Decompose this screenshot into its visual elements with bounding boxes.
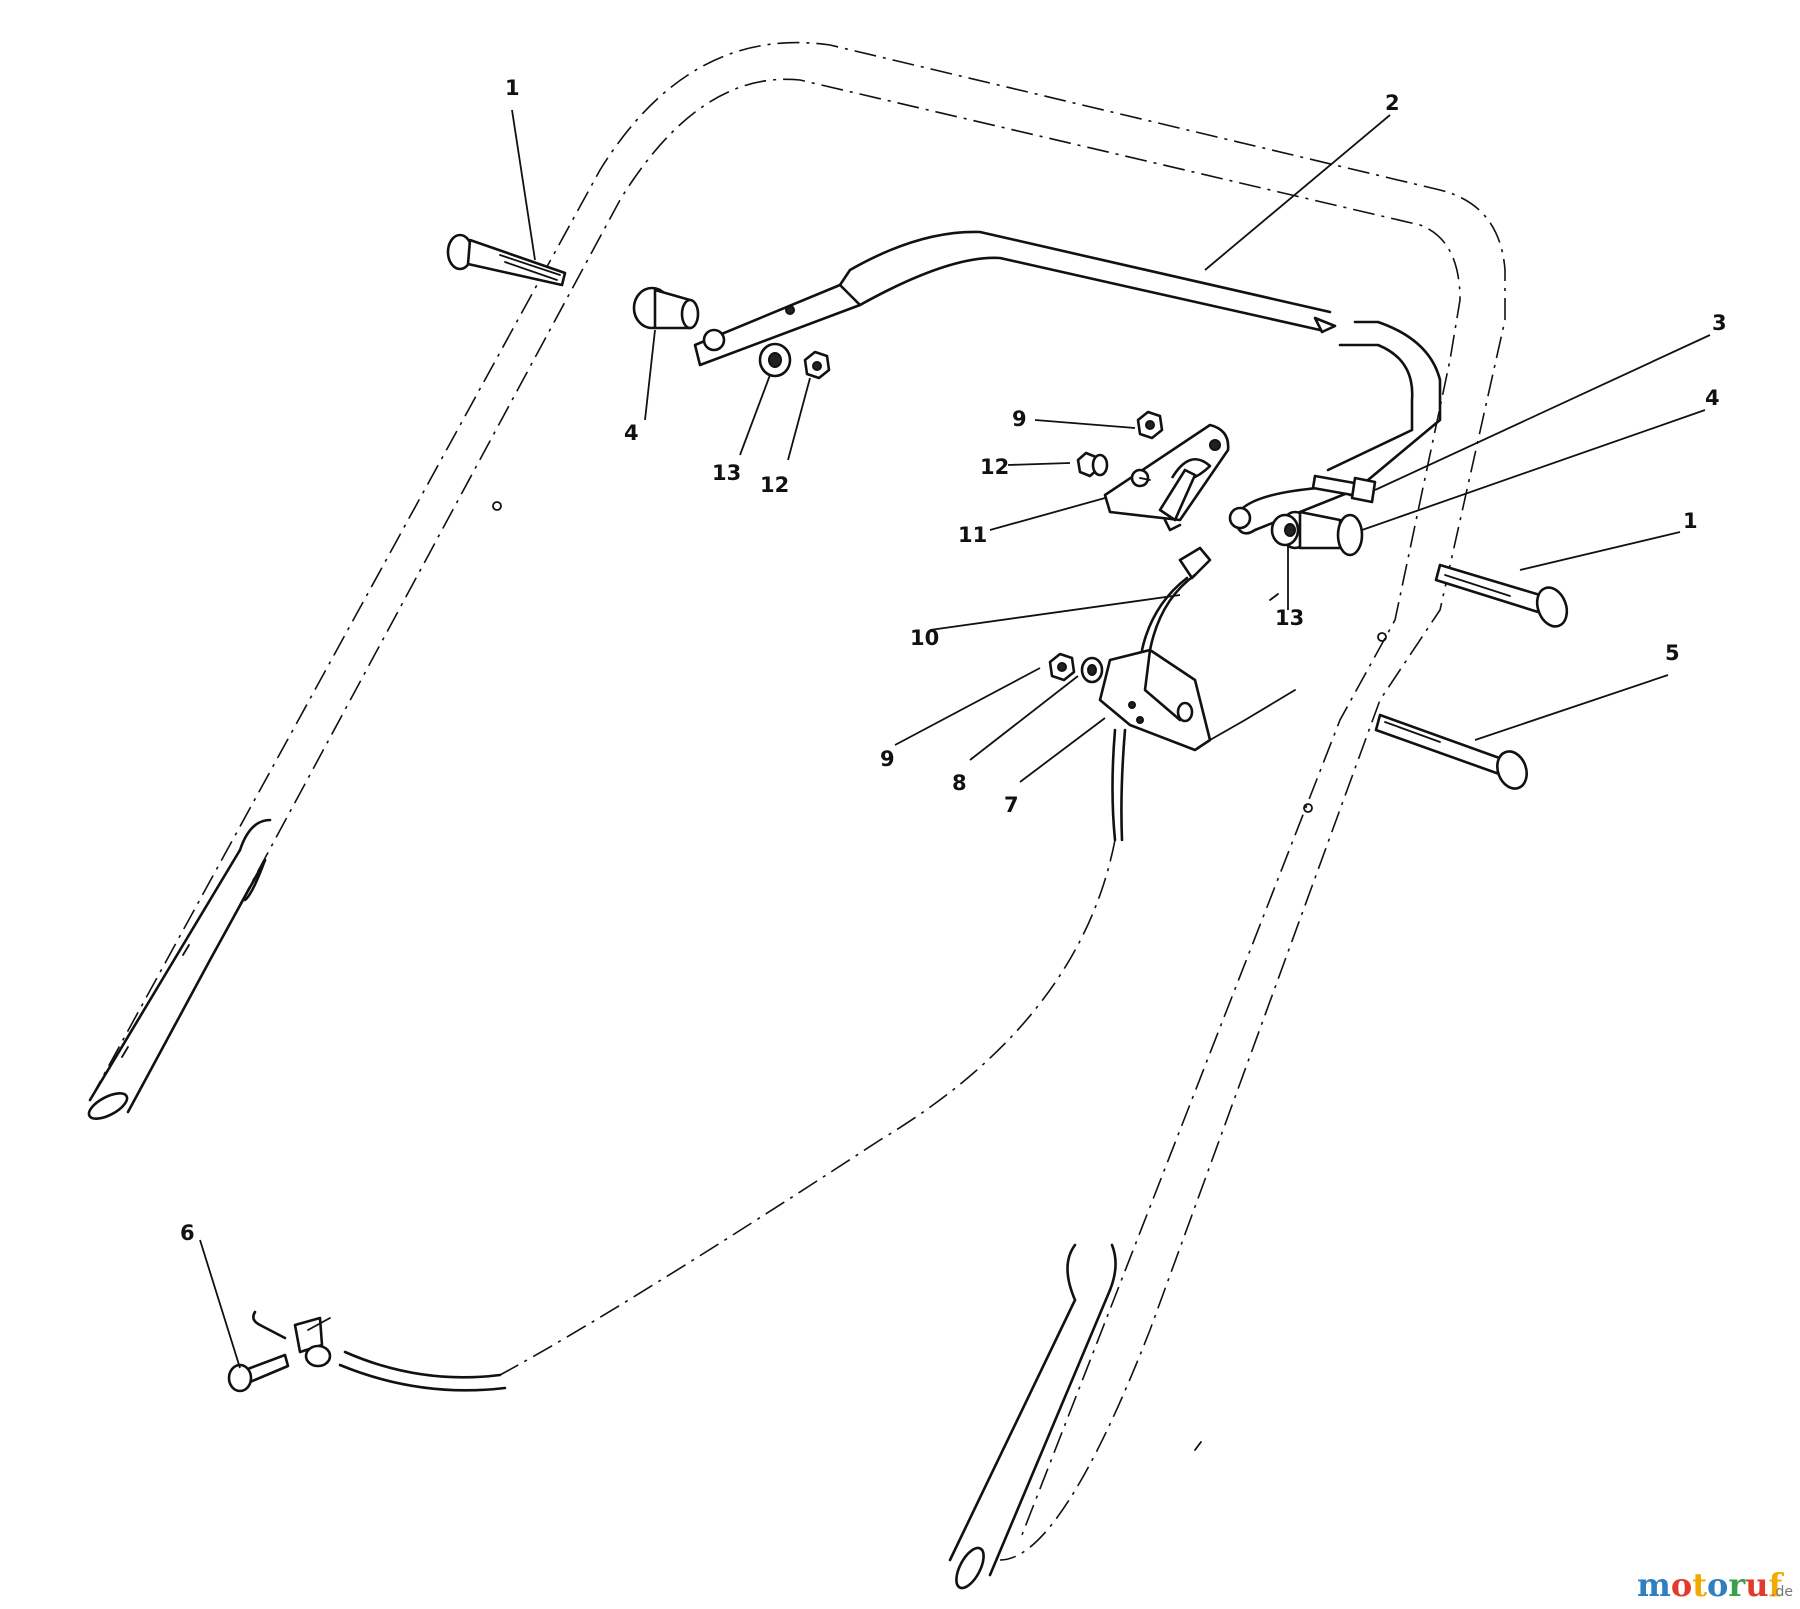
brake-plate (1103, 423, 1230, 532)
bushing-right (1270, 513, 1300, 547)
callout-4-left: 4 (624, 421, 639, 445)
bail-bar (693, 230, 1442, 535)
svg-text:motoruf: motoruf (1637, 1566, 1784, 1604)
upper-handle-outline (87, 41, 1506, 1590)
switch-housing (1098, 648, 1296, 752)
bushing-left (758, 342, 792, 378)
watermark-letter: o (1707, 1566, 1728, 1604)
callout-13-left: 13 (712, 461, 741, 485)
carriage-bolt-left (446, 233, 567, 287)
hex-bolt (1311, 474, 1377, 504)
callout-4-right: 4 (1705, 386, 1720, 410)
callout-1-left: 1 (505, 76, 520, 100)
wire-harness (338, 546, 1212, 1392)
watermark-letter: u (1745, 1566, 1768, 1604)
carriage-bolt-right (1434, 563, 1569, 628)
callout-2: 2 (1385, 91, 1400, 115)
callout-9-lower: 9 (880, 747, 895, 771)
callout-12-upper: 12 (980, 455, 1009, 479)
callout-1-right: 1 (1683, 509, 1698, 533)
callout-5: 5 (1665, 641, 1680, 665)
watermark-letter: r (1728, 1566, 1746, 1604)
callout-9-upper: 9 (1012, 407, 1027, 431)
watermark-letter: t (1692, 1566, 1707, 1604)
watermark-suffix: .de (1771, 1584, 1793, 1600)
callout-11: 11 (958, 523, 987, 547)
nut-and-washer (1076, 451, 1109, 478)
callout-13-right: 13 (1275, 606, 1304, 630)
watermark-logo: motoruf .de (1637, 1566, 1793, 1604)
callout-labels: 1 2 3 4 4 1 5 6 7 8 9 9 10 11 12 12 13 1… (180, 76, 1727, 1245)
callout-10: 10 (910, 626, 939, 650)
nut-top (1136, 410, 1164, 440)
callout-6: 6 (180, 1221, 195, 1245)
watermark-letter: f (1768, 1566, 1784, 1604)
switch-nut (1048, 652, 1076, 682)
callout-12-lower: 12 (760, 473, 789, 497)
callout-7: 7 (1004, 793, 1019, 817)
callout-8: 8 (952, 771, 967, 795)
callout-3: 3 (1712, 311, 1727, 335)
shoulder-spacer-left (632, 286, 700, 330)
switch-washer (1080, 656, 1104, 684)
watermark-letter: m (1637, 1566, 1671, 1604)
cable-clamp (252, 1310, 332, 1368)
locknut-left (803, 350, 831, 380)
leader-lines (199, 109, 1711, 1369)
watermark-letter: o (1671, 1566, 1692, 1604)
long-bolt (1374, 713, 1528, 790)
